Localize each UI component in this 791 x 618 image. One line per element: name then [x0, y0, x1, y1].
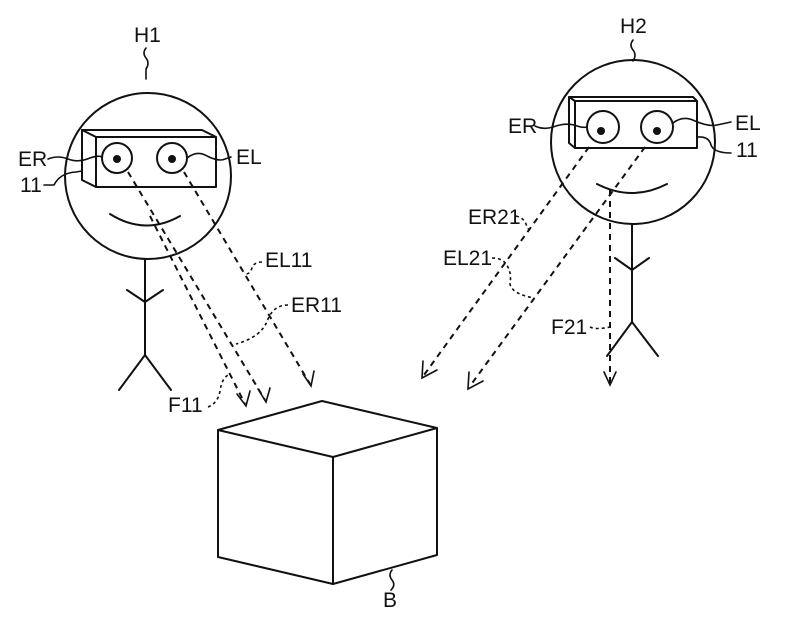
leader-b	[389, 569, 395, 591]
label-er21: ER21	[468, 206, 521, 229]
leader-er11	[235, 304, 289, 345]
left-eye-h1	[156, 142, 188, 174]
person-h1: H1 ER 11 EL	[18, 24, 342, 417]
gaze-er21	[421, 146, 590, 380]
cube-top-edges	[217, 427, 438, 458]
leader-el11	[245, 261, 263, 275]
cube-outline	[217, 400, 438, 585]
gaze-el21	[467, 146, 646, 391]
leader-h1	[143, 47, 149, 80]
leader-er-h2	[534, 123, 588, 130]
leader-el-h1	[186, 152, 232, 161]
label-f21: F21	[551, 316, 587, 339]
smile-h2	[596, 183, 668, 194]
label-er-h2: ER	[508, 115, 537, 138]
gaze-f21	[603, 190, 617, 387]
gaze-el11	[183, 171, 315, 389]
label-11-h2: 11	[736, 139, 758, 162]
body-h1	[118, 258, 172, 391]
leader-el21	[491, 257, 535, 299]
gaze-er11	[127, 171, 271, 404]
label-el-h1: EL	[236, 146, 262, 169]
leader-er21	[515, 215, 532, 232]
label-b: B	[383, 589, 397, 612]
left-eye-h2	[640, 110, 674, 144]
label-11-h1: 11	[20, 174, 42, 197]
label-er11: ER11	[291, 294, 342, 317]
leader-er-h1	[47, 155, 103, 162]
label-h2: H2	[620, 15, 647, 38]
object-b-cube: B	[217, 400, 438, 612]
device-11-h2	[568, 96, 698, 149]
leader-el-h2	[672, 117, 732, 127]
device-11-h1	[81, 129, 217, 188]
person-h2: H2 ER EL 11	[421, 15, 761, 391]
right-eye-h2	[586, 110, 620, 144]
label-el-h2: EL	[735, 112, 761, 135]
gaze-f11	[149, 215, 251, 408]
leader-11-h1	[43, 170, 83, 186]
smile-h1	[109, 213, 181, 227]
leader-11-h2	[696, 136, 732, 154]
leader-f11	[207, 373, 231, 408]
label-el21: EL21	[443, 247, 492, 270]
body-h2	[606, 223, 659, 357]
label-h1: H1	[134, 24, 161, 47]
label-er-h1: ER	[18, 148, 47, 171]
right-eye-h1	[101, 142, 133, 174]
leader-f21	[589, 326, 611, 330]
head-h1	[64, 92, 232, 260]
leader-h2	[630, 39, 636, 62]
label-f11: F11	[168, 394, 203, 417]
label-el11: EL11	[265, 249, 313, 272]
